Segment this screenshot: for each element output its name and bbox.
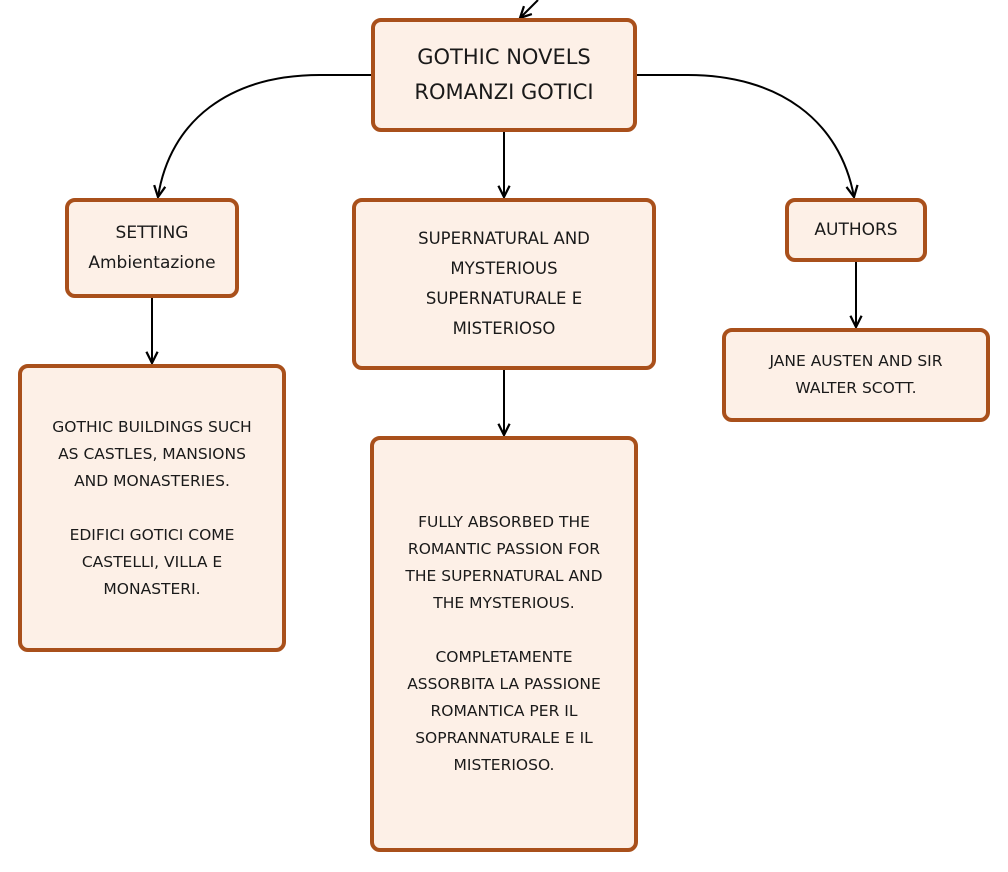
node-gothic-novels-title-it: ROMANZI GOTICI (414, 80, 594, 104)
node-jane-austen-walter-scott[interactable]: JANE AUSTEN AND SIR WALTER SCOTT. (722, 328, 990, 422)
node-supernatural-line: MISTERIOSO (452, 319, 556, 338)
node-setting[interactable]: SETTING Ambientazione (65, 198, 239, 298)
node-buildings-line-it: CASTELLI, VILLA E (81, 552, 223, 571)
node-austen-line: JANE AUSTEN AND SIR (769, 352, 943, 370)
node-supernatural-line: MYSTERIOUS (450, 259, 558, 278)
node-passion-line-it: ASSORBITA LA PASSIONE (407, 675, 601, 693)
node-romantic-passion[interactable]: FULLY ABSORBED THE ROMANTIC PASSION FOR … (370, 436, 638, 852)
node-authors[interactable]: AUTHORS (785, 198, 927, 262)
node-gothic-novels[interactable]: GOTHIC NOVELS ROMANZI GOTICI (371, 18, 637, 132)
node-passion-line-en: FULLY ABSORBED THE (418, 513, 590, 531)
node-gothic-novels-title-en: GOTHIC NOVELS (417, 45, 591, 69)
node-gothic-buildings[interactable]: GOTHIC BUILDINGS SUCH AS CASTLES, MANSIO… (18, 364, 286, 652)
node-authors-title: AUTHORS (814, 220, 898, 240)
node-passion-line-it: SOPRANNATURALE E IL (415, 729, 593, 747)
node-supernatural-line: SUPERNATURAL AND (418, 229, 590, 248)
connector-root-to-setting (158, 74, 371, 197)
node-passion-line-en: THE SUPERNATURAL AND (405, 567, 603, 585)
node-passion-line-en: ROMANTIC PASSION FOR (407, 540, 601, 558)
node-austen-line: WALTER SCOTT. (795, 379, 917, 397)
node-buildings-line-it: MONASTERI. (103, 579, 201, 598)
node-buildings-line-it: EDIFICI GOTICI COME (69, 525, 235, 544)
node-setting-title-it: Ambientazione (88, 253, 216, 273)
node-buildings-line-en: AS CASTLES, MANSIONS (58, 444, 246, 463)
node-buildings-line-en: GOTHIC BUILDINGS SUCH (52, 417, 252, 436)
node-setting-title-en: SETTING (115, 223, 189, 243)
node-passion-line-it: MISTERIOSO. (453, 756, 555, 774)
connector-root-to-authors (637, 74, 854, 197)
node-passion-line-it: COMPLETAMENTE (435, 648, 573, 666)
incoming-connector (520, 0, 539, 18)
node-buildings-line-en: AND MONASTERIES. (74, 471, 230, 490)
node-passion-line-en: THE MYSTERIOUS. (433, 594, 575, 612)
node-passion-line-it: ROMANTICA PER IL (430, 702, 578, 720)
node-supernatural-line: SUPERNATURALE E (425, 289, 583, 308)
node-supernatural[interactable]: SUPERNATURAL AND MYSTERIOUS SUPERNATURAL… (352, 198, 656, 370)
